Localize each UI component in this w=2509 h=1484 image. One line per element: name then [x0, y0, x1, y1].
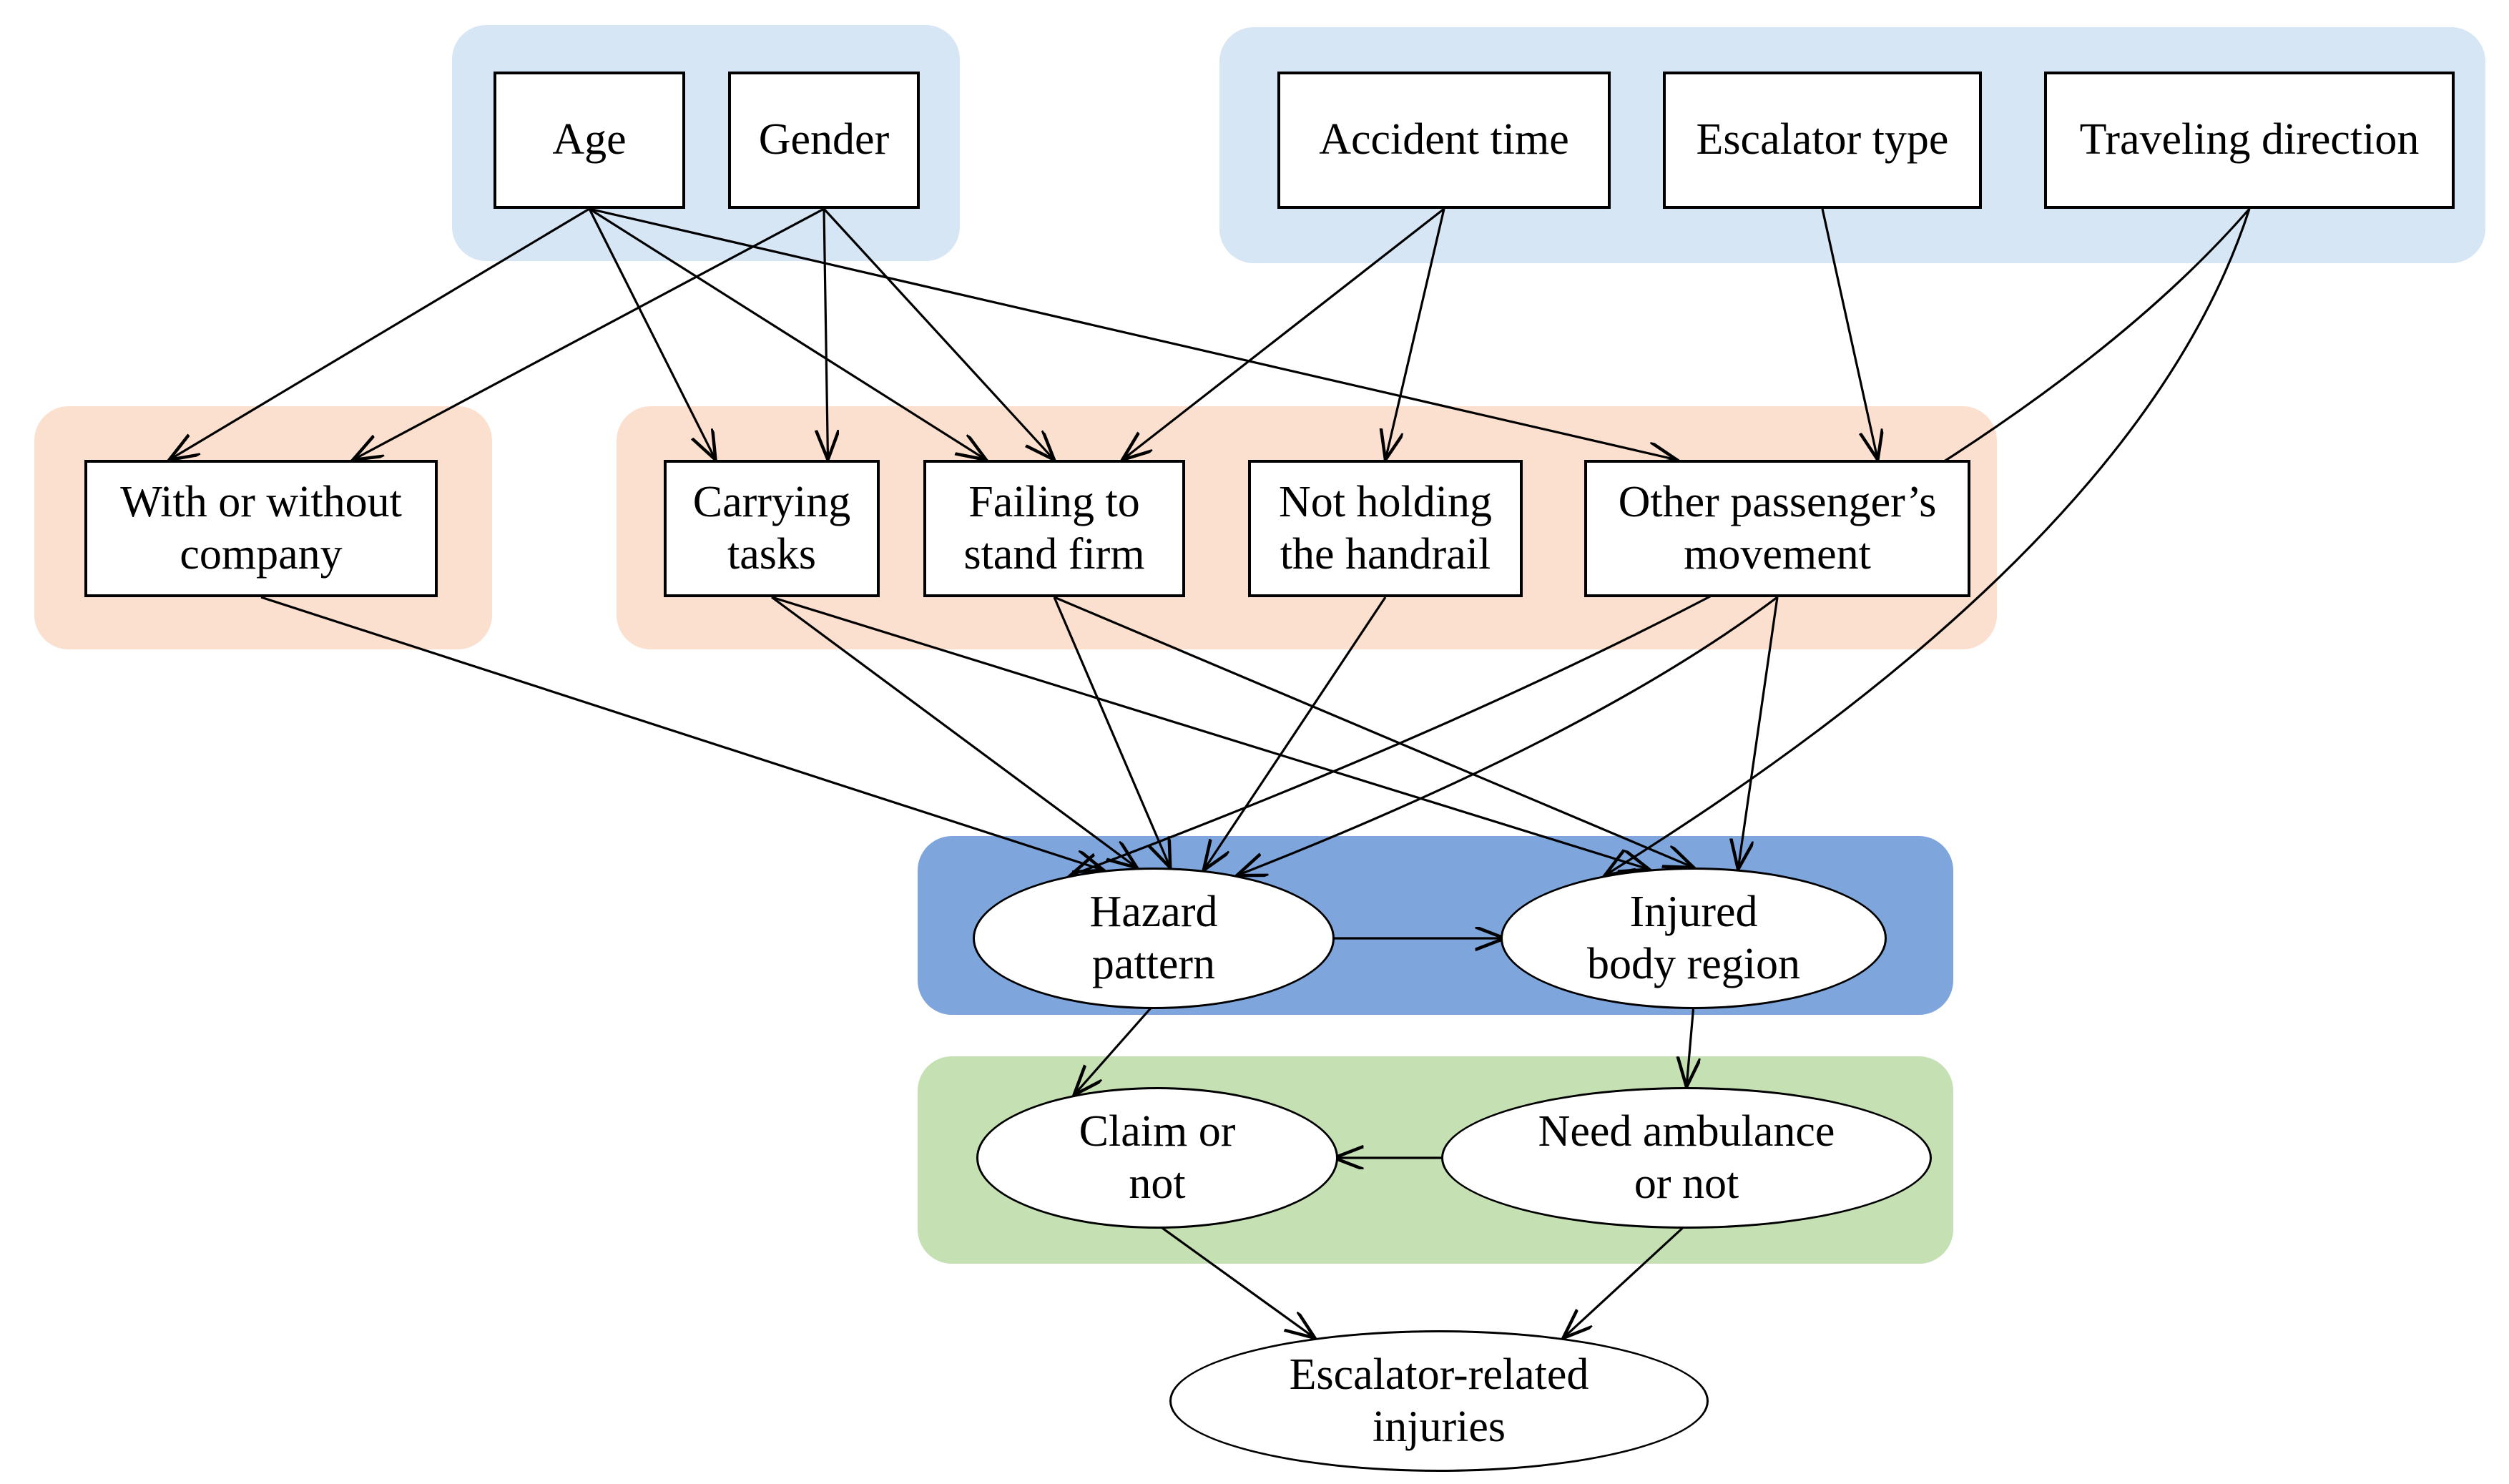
edge-other-passenger-to-injured-body-region: [1738, 596, 1779, 870]
edge-failing-stand-firm-to-injured-body-region: [1054, 596, 1694, 868]
edge-hazard-pattern-to-claim: [1074, 1003, 1155, 1095]
edge-escalator-type-to-other-passenger: [1821, 208, 1877, 460]
edge-company-to-hazard-pattern: [260, 596, 1104, 870]
edge-age-to-carrying-tasks: [588, 208, 715, 460]
edge-handrail-to-hazard-pattern: [1204, 596, 1387, 870]
edge-claim-to-injuries: [1157, 1223, 1315, 1338]
edge-failing-stand-firm-to-hazard-pattern: [1053, 596, 1170, 868]
node-accident-time[interactable]: Accident time: [1277, 72, 1611, 209]
edge-injured-body-region-to-ambulance: [1686, 1004, 1694, 1087]
node-traveling-direction[interactable]: Traveling direction: [2044, 72, 2455, 209]
node-escalator-type[interactable]: Escalator type: [1663, 72, 1982, 209]
edge-age-to-company: [170, 207, 590, 460]
edge-age-to-failing-stand-firm: [589, 207, 986, 460]
node-gender-label: Gender: [758, 115, 890, 164]
node-age-label: Age: [552, 115, 627, 164]
edge-gender-to-failing-stand-firm: [823, 207, 1054, 460]
edge-ambulance-to-injuries: [1563, 1223, 1688, 1338]
edge-other-passenger-to-hazard-pattern: [1237, 596, 1778, 875]
node-escalator-type-label: Escalator type: [1696, 115, 1949, 164]
edge-accident-time-to-failing-stand-firm: [1122, 207, 1445, 460]
node-escalator-related-injuries-shape: [1169, 1330, 1709, 1472]
node-gender[interactable]: Gender: [728, 72, 920, 209]
edge-gender-to-carrying-tasks: [824, 208, 828, 460]
edge-age-to-other-passenger: [589, 207, 1677, 460]
node-traveling-direction-label: Traveling direction: [2079, 115, 2420, 164]
edge-carrying-tasks-to-injured-body-region: [771, 596, 1649, 870]
edge-carrying-tasks-to-hazard-pattern: [771, 596, 1137, 868]
node-accident-time-label: Accident time: [1319, 115, 1569, 164]
edge-gender-to-company: [353, 207, 825, 460]
node-age[interactable]: Age: [494, 72, 685, 209]
edge-accident-time-to-handrail: [1385, 208, 1445, 460]
